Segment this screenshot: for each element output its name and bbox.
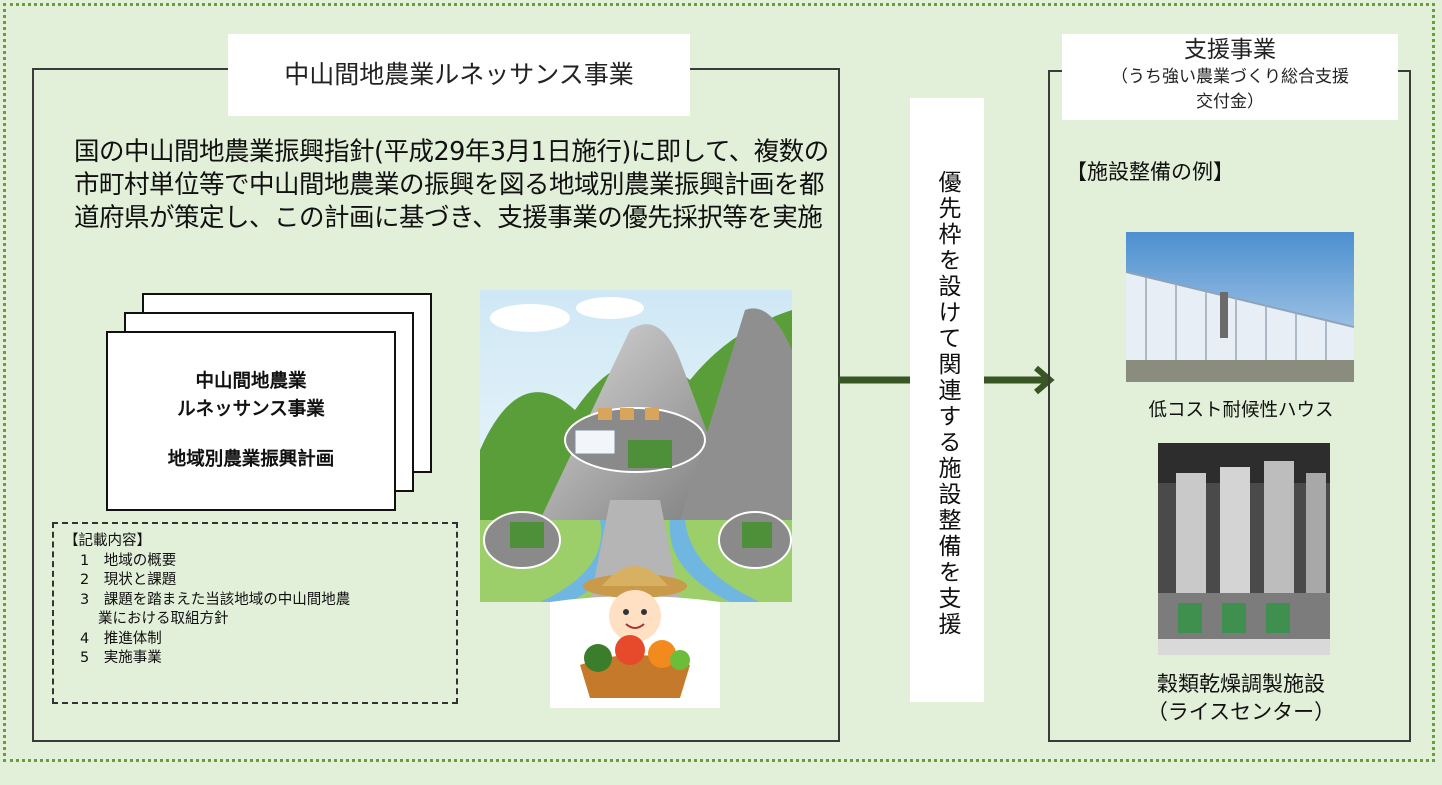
right-panel-title: 支援事業 （うち強い農業づくり総合支援 交付金） <box>1062 34 1398 120</box>
left-panel-title: 中山間地農業ルネッサンス事業 <box>228 34 690 116</box>
greenhouse-photo <box>1126 232 1354 382</box>
contents-heading: 【記載内容】 <box>64 533 151 549</box>
outer-dotted-frame <box>3 3 1435 762</box>
connector-label: 優先枠を設けて関連する施設整備を支援 <box>934 170 960 638</box>
facility-examples-heading: 【施設整備の例】 <box>1066 160 1234 184</box>
support-program-subtitle: （うち強い農業づくり総合支援 <box>1111 67 1349 87</box>
list-item: 2 現状と課題 <box>80 572 177 588</box>
list-item-continuation: 業における取組方針 <box>98 611 229 627</box>
rice-center-caption: 穀類乾燥調製施設 （ライスセンター） <box>1106 670 1376 726</box>
rice-center-caption-line2: （ライスセンター） <box>1146 700 1336 724</box>
document-title-line1: 中山間地農業 <box>195 371 307 392</box>
rice-center-caption-line1: 穀類乾燥調製施設 <box>1157 672 1325 696</box>
rural-village-illustration <box>480 290 792 708</box>
document-title-line2: ルネッサンス事業 <box>177 399 325 420</box>
document-subtitle: 地域別農業振興計画 <box>167 449 335 470</box>
description-text: 国の中山間地農業振興指針(平成29年3月1日施行)に即して、複数の市町村単位等で… <box>74 137 829 233</box>
support-program-title: 支援事業 <box>1184 37 1276 63</box>
plan-document: 中山間地農業 ルネッサンス事業 地域別農業振興計画 <box>106 331 396 511</box>
contents-list-box: 【記載内容】 1 地域の概要 2 現状と課題 3 課題を踏まえた当該地域の中山間… <box>52 522 458 704</box>
support-connector-band: 優先枠を設けて関連する施設整備を支援 <box>910 98 984 702</box>
rice-center-photo <box>1158 443 1330 655</box>
greenhouse-caption: 低コスト耐候性ハウス <box>1148 400 1334 421</box>
list-item: 1 地域の概要 <box>80 552 177 569</box>
list-item: 3 課題を踏まえた当該地域の中山間地農 <box>80 591 351 608</box>
list-item: 4 推進体制 <box>80 630 162 647</box>
support-program-subtitle-2: 交付金） <box>1196 92 1264 112</box>
list-item: 5 実施事業 <box>80 650 162 666</box>
